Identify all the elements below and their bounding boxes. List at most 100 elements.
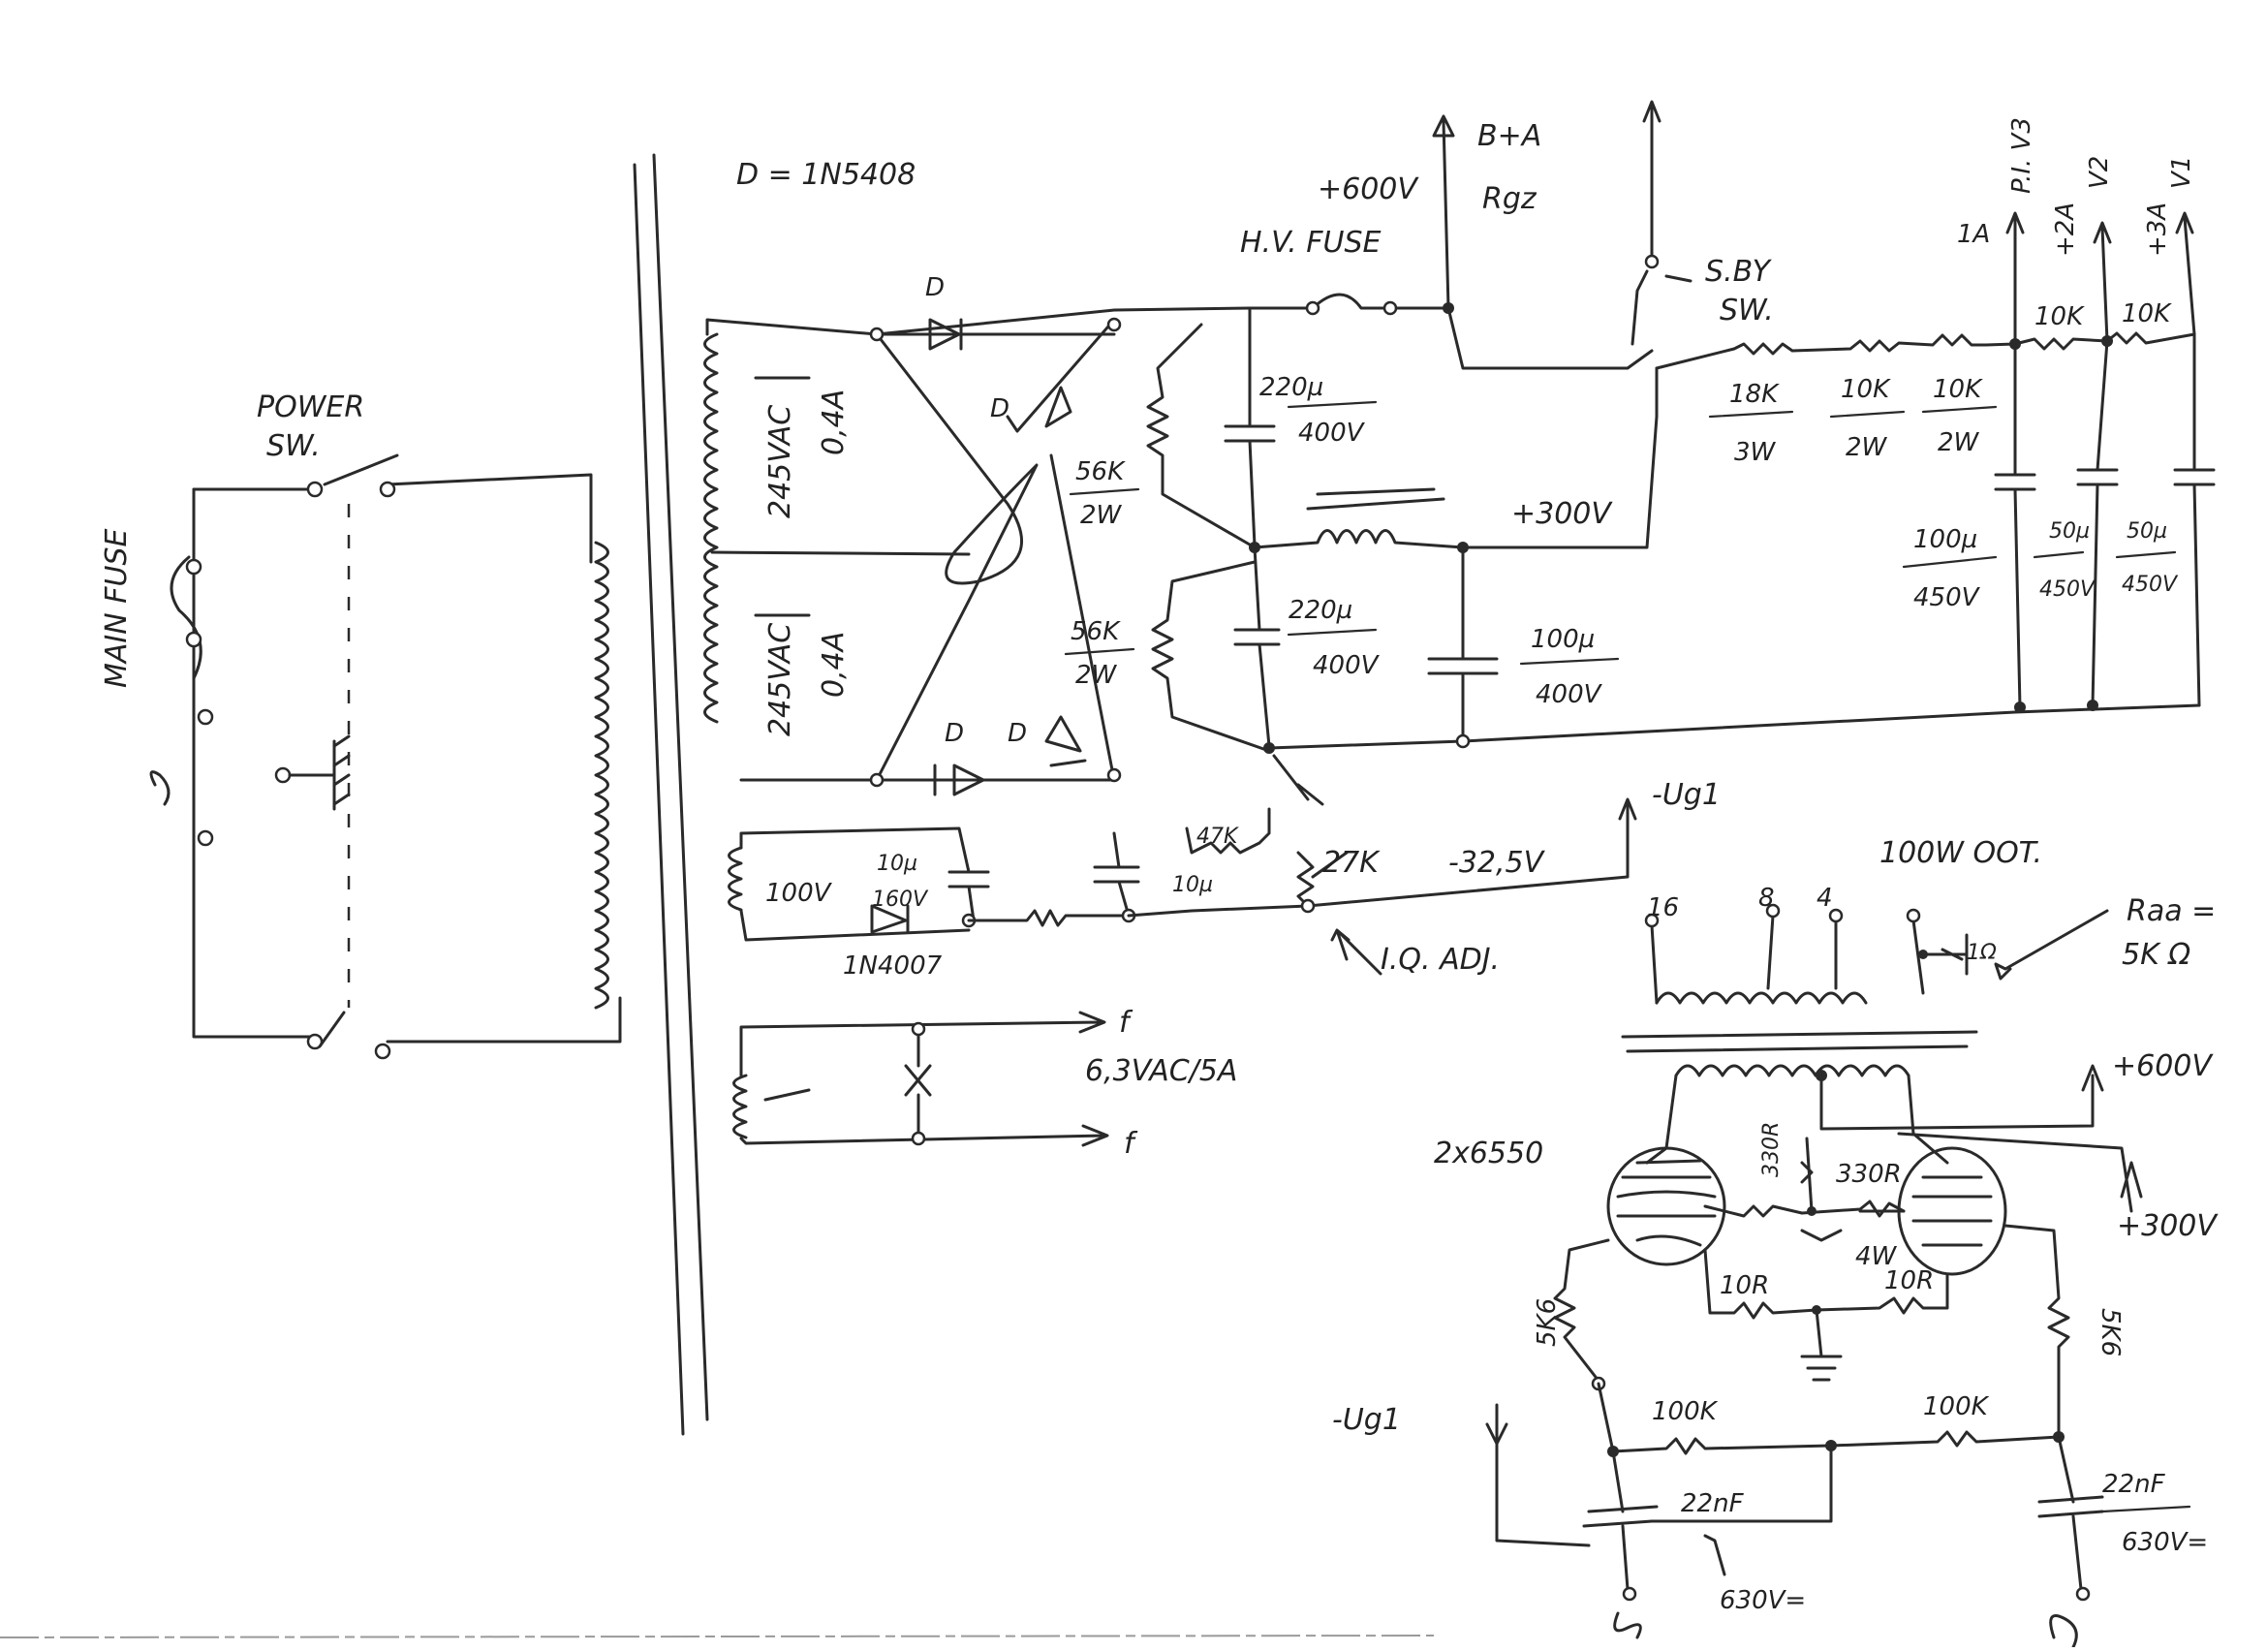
bridge-node-4 [1106,767,1122,783]
cathode-resistor-10r-b [1815,1272,1949,1315]
neg-voltage-label: -32,5V [1448,846,1546,880]
plus600-label: +600V [1318,172,1419,206]
heater-f-bottom: f [1124,1127,1138,1161]
ug1-input-label: -Ug1 [1332,1403,1401,1437]
screen-supply-label: +300V [2117,1209,2219,1243]
c3-voltage: 400V [1536,680,1603,709]
negative-bias-input [1485,1403,1591,1547]
earth-terminal [274,766,292,784]
c1-voltage: 400V [1298,419,1366,448]
c2-underline [1287,628,1378,637]
filter-cap-c2 [1233,545,1281,748]
tap-3-label: +3A [2143,203,2172,257]
fuse-terminal-top [185,558,202,576]
ground-rail [1267,703,2201,750]
heater-node-bottom [911,1131,926,1146]
v2-label: V2 [2085,156,2114,189]
r10k-b-watts: 2W [1938,428,1980,457]
c22n-a-voltage: 630V= [1720,1586,1806,1615]
r10k-d-value: 10K [2122,299,2172,328]
c22n-a-value: 22nF [1681,1489,1745,1518]
c5-underline [2033,550,2085,559]
r10r-a-label: 10R [1720,1271,1769,1300]
bias-cap-value: 10µ [877,852,917,876]
primary-winding [594,541,609,1010]
standby-feed-wire [1446,306,1654,370]
standby-label-1: S.BY [1705,255,1773,289]
cathode-ground [1800,1308,1843,1382]
pi-v3-label: P.I. V3 [2007,117,2036,194]
input-b-ac-symbol [2049,1614,2078,1649]
r330b-label: 330R [1836,1160,1902,1189]
r5k6-a-label: 5K6 [1533,1298,1562,1347]
neg-ug1-label: -Ug1 [1652,778,1721,812]
mains-section: MAIN FUSE POWER SW. [100,390,622,1060]
v1-label: V1 [2167,156,2196,189]
c6-underline [2115,550,2177,559]
mains-terminal-2 [197,829,214,847]
fuse-terminal-mid [185,631,202,648]
r100k-a-label: 100K [1652,1397,1719,1426]
tap-16-label: 16 [1647,893,1679,922]
r10k-a-underline [1829,410,1906,419]
bias-cap-2 [1093,831,1140,918]
ground-node [1263,742,1275,754]
filter-cap-c3 [1427,545,1499,743]
heater-node-top [911,1021,926,1037]
mains-terminal-1 [197,708,214,726]
v2-supply-arrow [2093,221,2112,343]
coupling-cap-a-pointer [1703,1534,1726,1576]
r18k-value: 18K [1729,380,1780,409]
hv-fuse-terminal-a [1305,300,1320,316]
tap-8-label: 8 [1758,884,1775,913]
heater-lamp [904,1025,932,1140]
c3-underline [1519,657,1620,666]
diode-d4-label: D [1008,719,1027,748]
r56k-a-underline [1069,487,1140,496]
power-switch-label-2: SW. [266,429,321,463]
tubes-label: 2x6550 [1434,1137,1543,1170]
secondary-1-current: 0,4A [817,390,851,455]
scan-edge-line [0,1635,1435,1638]
tap-4-label: 4 [1817,884,1833,913]
c6-voltage: 450V [2122,573,2179,597]
tap-r-label: 1Ω [1967,941,1997,965]
c4-value: 100µ [1913,525,1977,554]
c22n-b-value: 22nF [2102,1470,2166,1499]
heater-spec-label: 6,3VAC/5A [1085,1054,1237,1088]
stopper-arrow [1800,1229,1843,1242]
tap-16-terminal [1644,913,1660,928]
cathode-resistor-10r-a [1703,1248,1818,1320]
dropper-resistor-chain [1655,331,2196,370]
bias-resistor-47k [1185,807,1271,855]
grid-leak-resistors [1597,1382,2061,1455]
bleeder-resistor-56k-a [1146,323,1257,549]
output-primary-winding [1674,1064,1910,1077]
ground-node-2 [1455,733,1471,749]
tap-1-label: 1A [1957,220,1990,249]
c2-value: 220µ [1289,596,1352,625]
heater-winding [732,1074,748,1139]
coupling-cap-22nf-b [2037,1435,2104,1591]
main-fuse-symbol [170,555,202,680]
r56k-b-value: 56K [1071,617,1121,646]
bias-resistor [967,909,1131,927]
secondary-2-current: 0,4A [817,632,851,698]
diode-d1-symbol [928,318,963,351]
bridge-node-1 [869,327,885,342]
diode-1n4007-label: 1N4007 [843,951,943,981]
r5k6-b-label: 5K6 [2096,1308,2125,1356]
output-transformer-label: 100W OOT. [1879,836,2042,870]
diode-d2-label: D [990,394,1009,423]
coupling-cap-22nf-a [1582,1449,1659,1591]
screen-resistor-330r-b [1800,1200,1906,1218]
hv-rectifier-section: D = 1N5408 245VAC 0,4A 245VAC 0,4A D D D… [703,100,2216,806]
diode-d3-symbol [933,764,985,796]
r27k-value: 27K [1322,846,1381,880]
standby-switch-blade [1630,269,1649,346]
c2-voltage: 400V [1313,651,1381,680]
bias-resistor-27k [1296,851,1315,908]
r10k-b-underline [1921,405,1998,414]
c22n-b-voltage: 630V= [2122,1528,2208,1557]
bridge-node-3 [869,772,885,788]
